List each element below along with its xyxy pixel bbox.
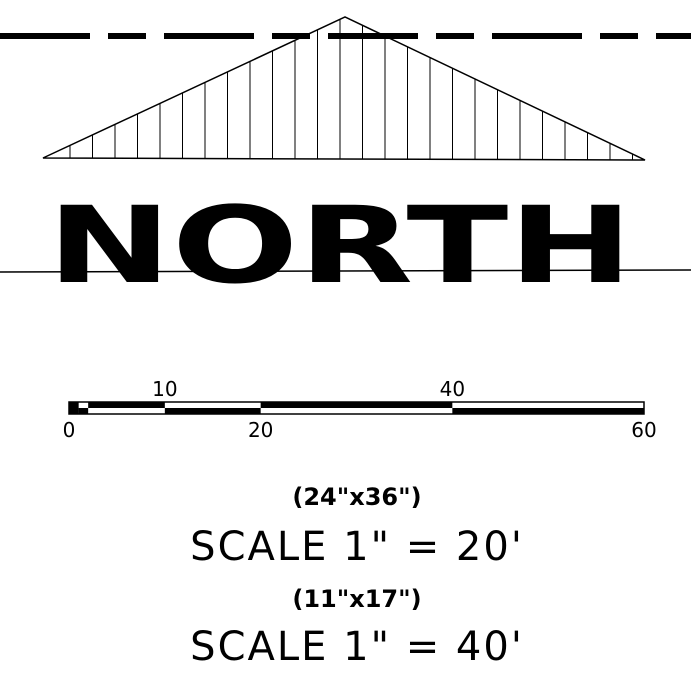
scale-note-20: SCALE 1" = 20' bbox=[190, 524, 524, 570]
sheet-size-11x17: (11"x17") bbox=[292, 585, 421, 613]
north-baseline bbox=[0, 269, 691, 273]
scale-bar-segment bbox=[452, 408, 644, 414]
north-arrow-triangle bbox=[42, 16, 646, 161]
scale-bar-segment bbox=[78, 408, 89, 414]
scale-tick-label: 60 bbox=[631, 418, 656, 442]
scale-note-40: SCALE 1" = 40' bbox=[190, 624, 524, 670]
scale-tick-label: 0 bbox=[63, 418, 76, 442]
scale-bar-segment bbox=[260, 402, 453, 408]
scale-bar-segment bbox=[69, 402, 79, 414]
sheet-size-24x36: (24"x36") bbox=[292, 483, 421, 511]
graphic-scale-bar: 0 20 60 10 40 bbox=[63, 377, 657, 442]
scale-bar-segment bbox=[88, 402, 165, 408]
arrow-hatching bbox=[69, 19, 633, 160]
scale-tick-label: 20 bbox=[248, 418, 273, 442]
arrow-outline bbox=[42, 16, 646, 161]
scale-tick-label: 10 bbox=[152, 377, 177, 401]
north-label: NORTH bbox=[47, 184, 633, 307]
scale-tick-label: 40 bbox=[440, 377, 465, 401]
scale-bar-segment bbox=[164, 408, 261, 414]
